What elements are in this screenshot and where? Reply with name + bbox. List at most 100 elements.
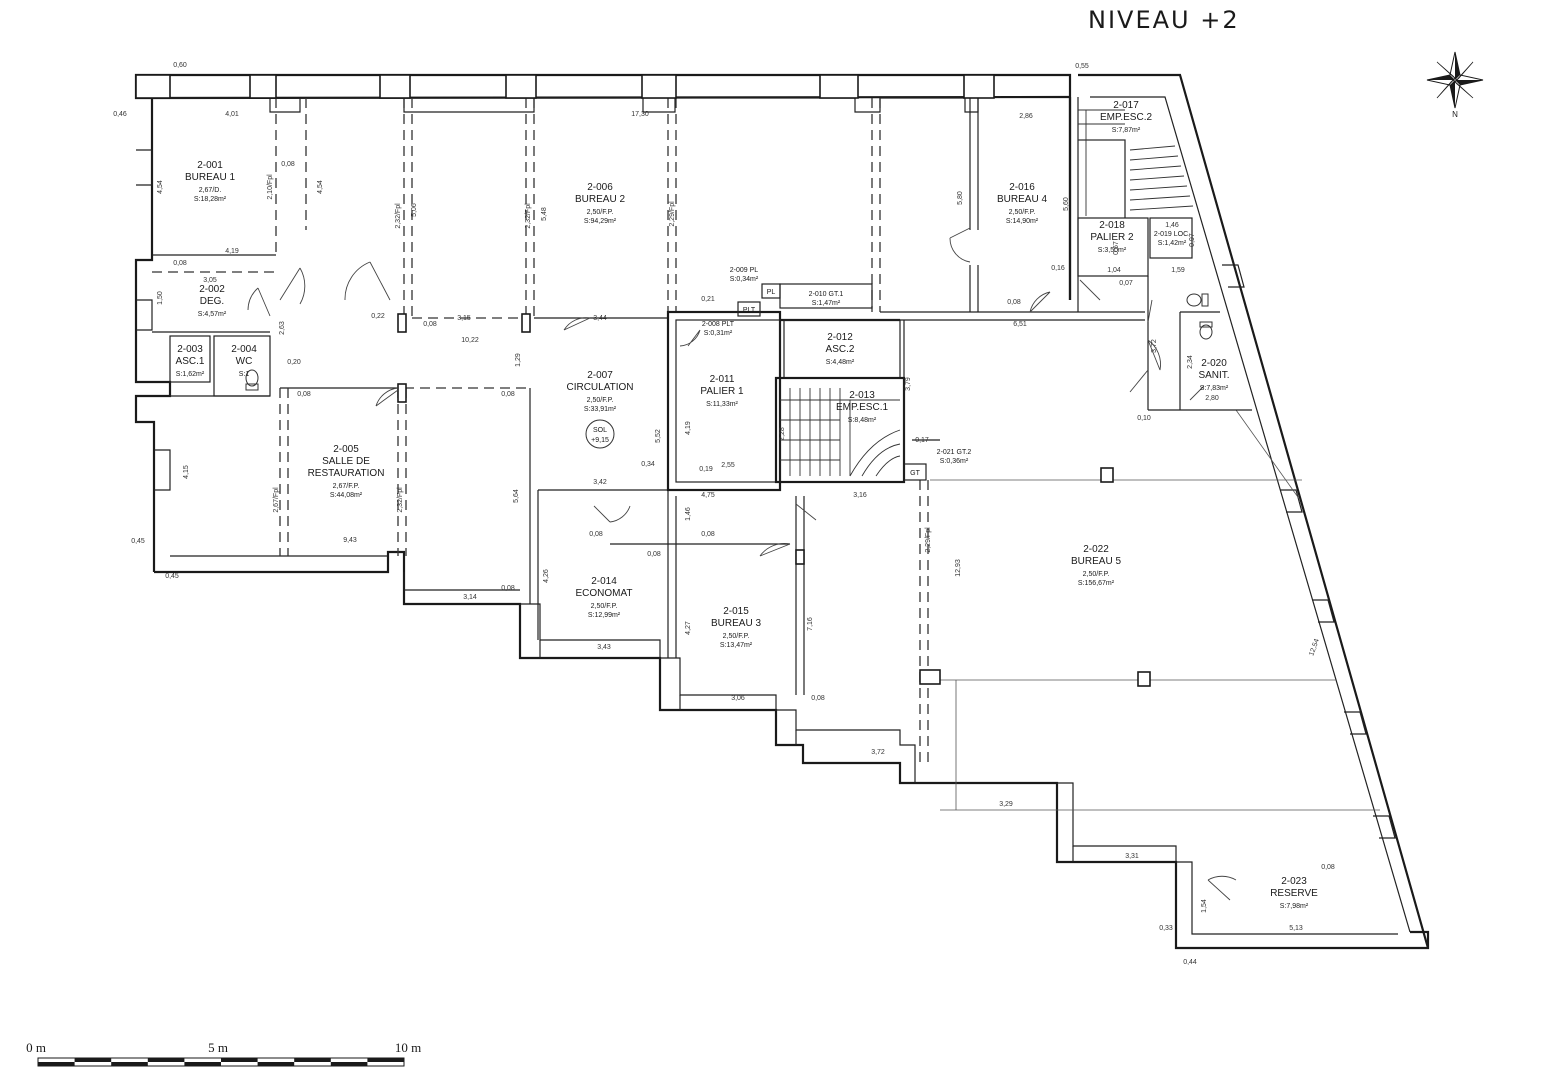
plan-title: NIVEAU +2 [1088,6,1240,34]
floor-level-label: SOL [593,427,607,434]
room-surface: S:33,91m² [584,406,617,413]
room-name: BUREAU 2 [575,194,625,205]
scale-label-0: 0 m [26,1040,46,1055]
room-surface: S:7,83m² [1200,385,1229,392]
dimension-label: 4,27 [685,621,692,635]
room-id: 2-007 [587,370,613,381]
dimension-label: 0,08 [701,531,715,538]
dimension-label: 0,08 [1321,864,1335,871]
room-id: 2-011 [710,374,735,385]
room-height: 2,50/F.P. [1009,209,1036,216]
door-swings [247,227,1237,901]
dimension-label: 2,32/Fpl [525,203,532,229]
room-name: BUREAU 1 [185,172,235,183]
dimension-label: 0,60 [173,62,187,69]
dimension-label: 2,80 [1205,395,1219,402]
dimension-label: 7,16 [807,617,814,631]
dimension-label: 0,08 [501,391,515,398]
interior-partitions [152,97,1380,811]
room-name: ASC.1 [176,356,205,367]
scale-segment [221,1058,258,1062]
room-id: 2-016 [1009,182,1035,193]
scale-segment [367,1058,404,1062]
room-surface: S:8,48m² [848,417,877,424]
dimension-label: 4,01 [225,111,239,118]
dimension-label: 5,48 [541,207,548,221]
dimension-label: 2,29/Fpl [925,527,932,553]
room-surface: S:4,48m² [826,359,855,366]
dimension-label: 0,97 [1189,233,1196,247]
dimension-label: 1,50 [157,291,164,305]
room-name: BUREAU 4 [997,194,1047,205]
dimension-label: 1,54 [1201,899,1208,913]
room-id: 2-004 [231,344,257,355]
dimension-label: 2,34 [1187,355,1194,369]
structural-pillars [135,74,1151,687]
dimension-label: 3,43 [597,644,611,651]
dimension-label: 1,46 [1165,222,1179,229]
room-height: 2,50/F.P. [591,603,618,610]
room-id: 2-005 [333,444,359,455]
room-name: ECONOMAT [575,588,632,599]
dimension-label: 0,44 [1183,959,1197,966]
dimension-label: 3,44 [593,315,607,322]
scale-segment [330,1062,368,1066]
dimension-label: 17,30 [631,111,649,118]
dimension-label: 12,93 [955,559,962,577]
room-id: 2-002 [199,284,225,295]
dimension-label: 0,34 [641,461,655,468]
room-id: 2-013 [849,390,875,401]
room-id: 2-009 PL [730,267,759,274]
room-surface: S:14,90m² [1006,218,1039,225]
room-id: 2-008 PLT [702,321,735,328]
scale-label-5: 5 m [208,1040,228,1055]
dimension-label: 0,08 [297,391,311,398]
room-id: 2-015 [723,606,749,617]
dimension-label: 4,54 [317,180,324,194]
stair-2 [1078,109,1194,216]
dimension-label: 6,51 [1013,321,1027,328]
scale-frame [37,1057,405,1067]
scale-segment [38,1062,75,1066]
dimension-label: 5,06 [411,203,418,217]
north-label: N [1452,110,1458,119]
scale-segment [257,1062,295,1066]
dimension-label: 0,22 [371,313,385,320]
room-id: 2-014 [591,576,617,587]
room-name: EMP.ESC.2 [1100,112,1152,123]
dimension-label: 10,22 [461,337,479,344]
room-id: 2-017 [1113,100,1139,111]
dimension-label: 2,10/Fpl [267,174,274,200]
dimension-label: 0,21 [701,296,715,303]
dimension-label: 3,72 [871,749,885,756]
room-surface: S:44,08m² [330,492,363,499]
room-name: PALIER 1 [700,386,744,397]
room-name-2: RESTAURATION [308,468,385,479]
room-2-021: 2-021 GT.2S:0,36m² [937,449,972,465]
room-name: PALIER 2 [1090,232,1134,243]
room-surface: S:0,34m² [730,276,759,283]
room-id: 2-019 LOC. [1154,231,1190,238]
room-id: 2-001 [197,160,223,171]
dimension-label: 4,26 [543,569,550,583]
dimension-label: 5,64 [513,489,520,503]
room-id: 2-012 [827,332,853,343]
room-name: ASC.2 [826,344,855,355]
outer-walls [134,73,1430,950]
dimension-label: 0,10 [1137,415,1151,422]
room-surface: S:18,28m² [194,196,227,203]
room-id: 2-003 [177,344,203,355]
dimension-label: 0,33 [1159,925,1173,932]
dimension-label: 0,17 [915,437,929,444]
dimension-label: 3,31 [1125,853,1139,860]
room-surface: S:94,29m² [584,218,617,225]
dimension-label: 3,05 [203,277,217,284]
dimension-label: 2,67/Fpl [273,487,280,513]
room-name: WC [236,356,253,367]
